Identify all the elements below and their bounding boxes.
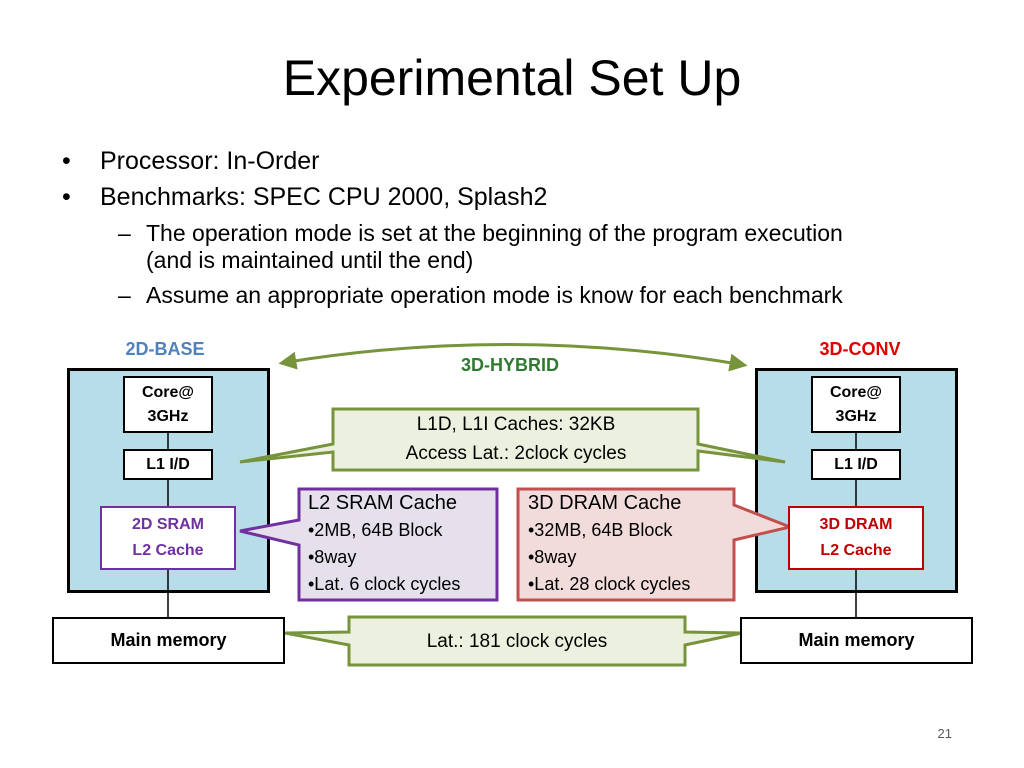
bullet-benchmarks: • Benchmarks: SPEC CPU 2000, Splash2 — [62, 182, 547, 212]
sub-bullet-operation-mode: – The operation mode is set at the begin… — [118, 220, 843, 274]
main-memory-left: Main memory — [52, 617, 285, 664]
core-box-right: Core@ 3GHz — [811, 376, 901, 433]
sub-bullet-line: Assume an appropriate operation mode is … — [146, 282, 843, 308]
sram-info: L2 SRAM Cache •2MB, 64B Block •8way •Lat… — [308, 490, 496, 598]
main-memory-right: Main memory — [740, 617, 973, 664]
l1-callout-text: L1D, L1I Caches: 32KB Access Lat.: 2cloc… — [336, 410, 696, 468]
sram-info-item: •Lat. 6 clock cycles — [308, 574, 461, 594]
core-line1: Core@ — [829, 383, 883, 401]
dram-info-item: •8way — [528, 547, 577, 567]
sram-info-item: •2MB, 64B Block — [308, 520, 443, 540]
slide-title: Experimental Set Up — [282, 50, 742, 106]
dram-l2-box: 3D DRAM L2 Cache — [788, 506, 924, 570]
sram-info-shape — [239, 487, 499, 602]
dram-info-item: •Lat. 28 clock cycles — [528, 574, 691, 594]
sram-line2: L2 Cache — [132, 542, 204, 559]
core-line2: 3GHz — [835, 407, 877, 425]
sub-bullet-line: The operation mode is set at the beginni… — [146, 220, 843, 246]
sub-bullet-line: (and is maintained until the end) — [146, 247, 474, 273]
hybrid-double-arrow — [278, 343, 748, 372]
bullet-text: Processor: In-Order — [100, 147, 320, 175]
l1-callout-line2: Access Lat.: 2clock cycles — [405, 443, 627, 464]
dram-info-shape — [516, 487, 796, 602]
l1-callout-shape — [239, 407, 786, 472]
mem-latency-text: Lat.: 181 clock cycles — [426, 631, 608, 652]
sram-line1: 2D SRAM — [131, 516, 204, 533]
mem-latency-callout-shape — [284, 615, 743, 667]
l1-box-left: L1 I/D — [123, 449, 213, 480]
bullet-text: Benchmarks: SPEC CPU 2000, Splash2 — [100, 183, 548, 211]
label-3d-conv: 3D-CONV — [819, 339, 901, 359]
sub-bullet-assume: – Assume an appropriate operation mode i… — [118, 282, 843, 309]
sram-info-item: •8way — [308, 547, 357, 567]
core-line2: 3GHz — [147, 407, 189, 425]
dram-info-header: 3D DRAM Cache — [528, 492, 682, 514]
dram-line1: 3D DRAM — [819, 516, 893, 533]
label-2d-base: 2D-BASE — [125, 339, 205, 359]
dram-info-item: •32MB, 64B Block — [528, 520, 673, 540]
page-number: 21 — [937, 726, 952, 741]
dram-info: 3D DRAM Cache •32MB, 64B Block •8way •La… — [528, 490, 733, 598]
sub-marker: – — [118, 220, 131, 246]
dram-line2: L2 Cache — [820, 542, 892, 559]
bullet-marker: • — [62, 183, 71, 211]
bullet-marker: • — [62, 147, 71, 175]
sub-marker: – — [118, 282, 131, 308]
sram-l2-box: 2D SRAM L2 Cache — [100, 506, 236, 570]
core-box-left: Core@ 3GHz — [123, 376, 213, 433]
l1-box-right: L1 I/D — [811, 449, 901, 480]
bullet-processor: • Processor: In-Order — [62, 146, 320, 176]
core-line1: Core@ — [141, 383, 195, 401]
sram-info-header: L2 SRAM Cache — [308, 492, 457, 514]
l1-callout-line1: L1D, L1I Caches: 32KB — [416, 414, 616, 435]
